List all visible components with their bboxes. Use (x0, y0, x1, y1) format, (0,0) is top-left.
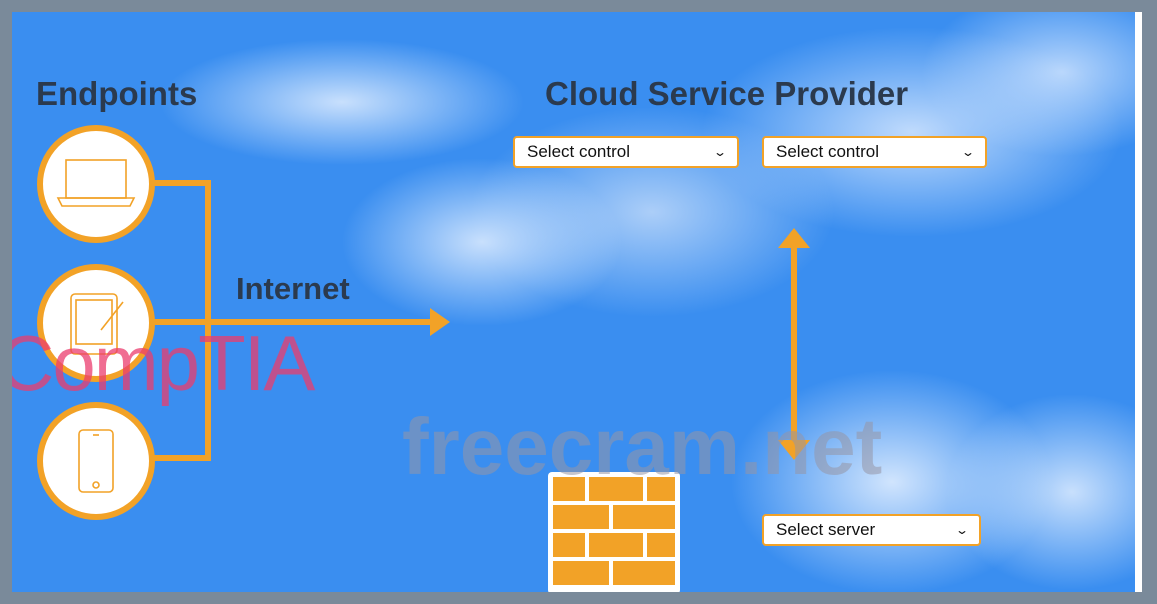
comptia-watermark: CompTIA (12, 319, 315, 407)
laptop-icon (56, 159, 136, 207)
select-control-2-value: Select control (776, 142, 879, 161)
internet-label: Internet (236, 271, 350, 306)
tablet-icon (70, 293, 124, 355)
arrow-down-icon (778, 440, 810, 460)
right-edge-strip (1135, 12, 1142, 592)
smartphone-icon (78, 429, 114, 493)
select-control-1[interactable]: Select control ⌄ (513, 136, 739, 168)
arrow-up-icon (778, 228, 810, 248)
select-control-1-value: Select control (527, 142, 630, 161)
diagram-canvas: Endpoints Cloud Service Provider Interne… (12, 12, 1135, 592)
endpoint-smartphone (37, 402, 155, 520)
endpoint-laptop (37, 125, 155, 243)
select-control-2[interactable]: Select control ⌄ (762, 136, 987, 168)
chevron-down-icon: ⌄ (712, 145, 728, 159)
chevron-down-icon: ⌄ (954, 523, 970, 537)
csp-title: Cloud Service Provider (545, 75, 909, 112)
site-watermark: freecram.net (402, 402, 883, 491)
select-server-value: Select server (776, 520, 876, 539)
endpoints-title: Endpoints (36, 75, 198, 112)
select-server[interactable]: Select server ⌄ (762, 514, 981, 546)
arrow-right-icon (430, 308, 450, 336)
firewall-icon (548, 472, 680, 592)
endpoint-tablet (37, 264, 155, 382)
connectors (152, 180, 810, 592)
chevron-down-icon: ⌄ (960, 145, 976, 159)
